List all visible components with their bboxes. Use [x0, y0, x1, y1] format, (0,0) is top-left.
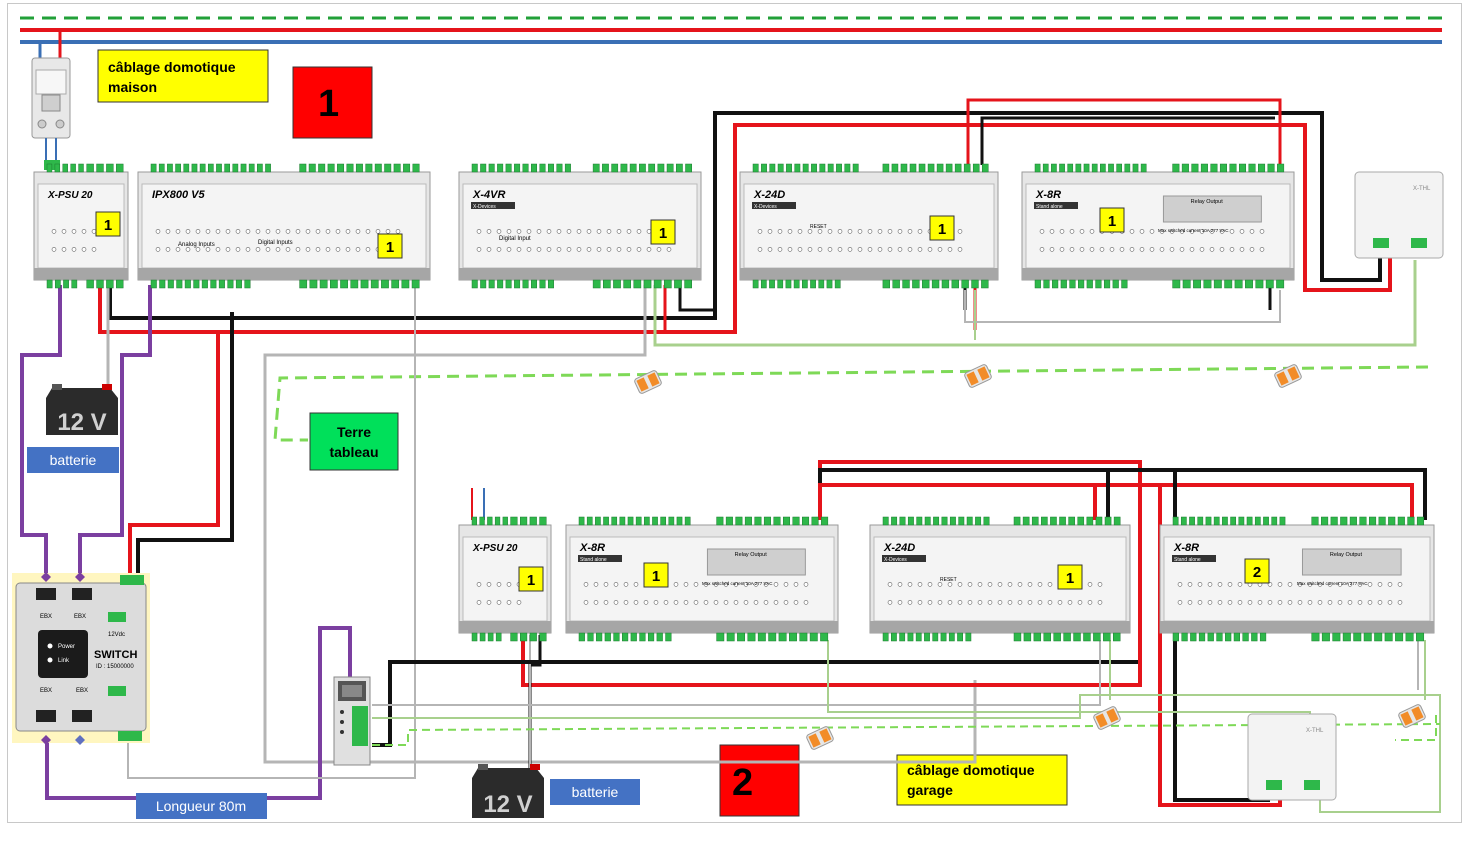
x8r-bottom-b-module-subtitle: Stand alone: [1174, 557, 1201, 563]
house-wiring-label: câblage domotique maison: [97, 49, 269, 103]
switch-ebx-2: EBX: [74, 614, 86, 620]
zone-2-label: 2: [732, 762, 753, 804]
switch-icon: Power Link SWITCH ID : 15000000 12Vdc EB…: [12, 572, 150, 745]
garage-wiring-label-line1: câblage domotique: [907, 762, 1035, 778]
battery-icon: 12 V: [46, 384, 118, 436]
switch-title: SWITCH: [94, 649, 137, 661]
x8r-bottom-a-module-subtitle: Stand alone: [580, 557, 607, 563]
wago-connector-icon: [1398, 704, 1426, 728]
house-wiring-label-line2: maison: [108, 79, 157, 95]
battery-icon: 12 V: [472, 764, 544, 818]
battery1-label-text: batterie: [50, 452, 97, 468]
wago-connector-icon: [634, 370, 662, 394]
x4vr-module-badge: 1: [659, 225, 667, 242]
wago-connector-icon: [1274, 364, 1302, 388]
battery1-label: batterie: [27, 447, 119, 473]
switch-link-label: Link: [58, 658, 70, 664]
xthl-top-sensor: X-THL: [1354, 171, 1444, 259]
x8r-top-module-badge: 1: [1108, 213, 1116, 230]
battery2-label: batterie: [550, 779, 640, 805]
x8r-bottom-a-module-relay-label: Relay Output: [735, 552, 768, 558]
ipx800-module-analog-label: Analog Inputs: [178, 242, 215, 248]
switch-id: ID : 15000000: [96, 664, 134, 670]
x8r-bottom-b-module-relay-label: Relay Output: [1330, 552, 1363, 558]
switch-ebx-1: EBX: [40, 614, 52, 620]
x24d-bottom-module-subtitle: X-Devices: [884, 557, 907, 563]
switch-voltage: 12Vdc: [108, 632, 125, 638]
x4vr-module-title: X-4VR: [472, 189, 505, 201]
zone-1-label: 1: [318, 83, 339, 125]
earth-label: Terre tableau: [309, 412, 399, 471]
garage-wiring-label-line2: garage: [907, 782, 953, 798]
x8r-top-module-title: X-8R: [1035, 189, 1061, 201]
length-label: Longueur 80m: [136, 793, 267, 819]
x8r-top-module-relay-label: Relay Output: [1191, 199, 1224, 205]
earth-label-line2: tableau: [329, 444, 378, 460]
xthl-bottom-sensor: X-THL: [1247, 713, 1337, 801]
x4vr-module-digital-label: Digital Input: [499, 236, 531, 242]
wago-connector-icon: [1093, 706, 1121, 730]
psu-top-module-badge: 1: [104, 217, 112, 234]
psu-top-module: X-PSU 20 1: [33, 163, 129, 289]
switch-ebx-3: EBX: [40, 688, 52, 694]
rj45-icon: [333, 676, 371, 766]
x24d-top-module-subtitle: X-Devices: [754, 204, 777, 210]
x24d-top-module-title: X-24D: [753, 189, 785, 201]
breaker-icon: [31, 30, 71, 170]
x24d-bottom-module-badge: 1: [1066, 570, 1074, 587]
x8r-bottom-a-module-title: X-8R: [579, 542, 605, 554]
length-label-text: Longueur 80m: [156, 798, 246, 814]
x8r-top-module-max-current: Max switched current 10A 277 VAC: [1158, 228, 1229, 233]
wires: [20, 98, 1441, 813]
x24d-top-module-badge: 1: [938, 221, 946, 238]
main-bus-lines: [20, 16, 1442, 44]
x8r-bottom-b-module-badge: 2: [1253, 564, 1261, 581]
wago-connector-icon: [806, 726, 834, 750]
switch-power-label: Power: [58, 644, 75, 650]
modules: X-PSU 20 1 IPX800 V5 Digital Inputs Analog I…: [33, 163, 1444, 801]
x8r-bottom-a-module-badge: 1: [652, 568, 660, 585]
ipx800-module-digital-label: Digital Inputs: [258, 240, 293, 246]
battery2-label-text: batterie: [572, 784, 619, 800]
zone-2-marker: 2: [719, 744, 800, 817]
ipx800-module: IPX800 V5 Digital Inputs Analog Inputs 1: [137, 163, 431, 289]
zone-1-marker: 1: [292, 66, 373, 139]
psu-top-module-title: X-PSU 20: [47, 190, 93, 201]
xthl-top-sensor-title: X-THL: [1413, 186, 1431, 192]
ipx800-module-title: IPX800 V5: [152, 189, 205, 201]
psu-bottom-module-badge: 1: [527, 572, 535, 589]
psu-bottom-module-title: X-PSU 20: [472, 543, 518, 554]
wago-connectors: [634, 364, 1426, 750]
battery1-voltage: 12 V: [57, 409, 106, 436]
x24d-bottom-module-reset-label: RESET: [940, 577, 957, 583]
house-wiring-label-line1: câblage domotique: [108, 59, 236, 75]
x24d-bottom-module-title: X-24D: [883, 542, 915, 554]
x8r-top-module-subtitle: Stand alone: [1036, 204, 1063, 210]
x24d-top-module-reset-label: RESET: [810, 224, 827, 230]
earth-label-line1: Terre: [337, 424, 371, 440]
battery2-voltage: 12 V: [483, 791, 532, 818]
x8r-bottom-a-module-max-current: Max switched current 10A 277 VAC: [702, 581, 773, 586]
xthl-bottom-sensor-title: X-THL: [1306, 728, 1324, 734]
x8r-bottom-b-module-max-current: Max switched current 10A 277 VAC: [1297, 581, 1368, 586]
psu-bottom-module: X-PSU 20 1: [458, 516, 552, 642]
ipx800-module-badge: 1: [386, 239, 394, 256]
x4vr-module-subtitle: X-Devices: [473, 204, 496, 210]
switch-ebx-4: EBX: [76, 688, 88, 694]
x8r-bottom-b-module-title: X-8R: [1173, 542, 1199, 554]
garage-wiring-label: câblage domotique garage: [896, 754, 1068, 806]
wago-connector-icon: [964, 364, 992, 388]
